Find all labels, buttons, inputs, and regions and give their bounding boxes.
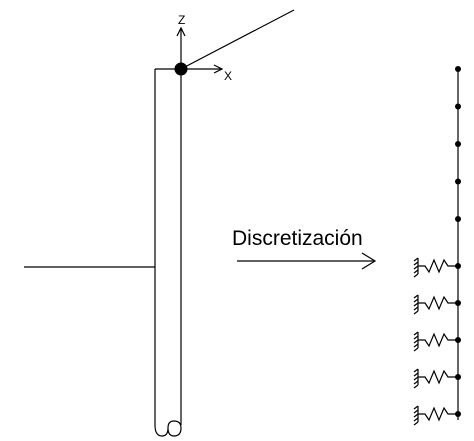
support-hatch bbox=[413, 298, 419, 303]
spring-support bbox=[413, 294, 461, 315]
support-hatch bbox=[413, 294, 419, 299]
pile-model: Z X bbox=[24, 9, 295, 437]
support-hatch bbox=[413, 413, 419, 418]
z-axis-label: Z bbox=[178, 13, 185, 27]
support-hatch bbox=[413, 269, 419, 274]
support-hatch bbox=[413, 417, 419, 422]
discrete-node bbox=[455, 263, 461, 269]
support-hatch bbox=[413, 302, 419, 307]
discrete-node bbox=[455, 103, 461, 110]
x-axis-label: X bbox=[224, 69, 232, 83]
spring-zigzag bbox=[418, 295, 458, 311]
support-hatch bbox=[413, 376, 419, 381]
support-hatch bbox=[413, 335, 419, 340]
pile-break-symbol bbox=[154, 420, 182, 437]
spring-zigzag bbox=[418, 332, 458, 348]
spring-support bbox=[413, 257, 461, 278]
arrow-head bbox=[361, 252, 377, 270]
discrete-node bbox=[455, 178, 461, 185]
discrete-node bbox=[455, 216, 461, 222]
discrete-node bbox=[455, 374, 461, 380]
discrete-node bbox=[455, 337, 461, 343]
support-hatch bbox=[413, 405, 419, 410]
support-hatch bbox=[413, 421, 419, 426]
support-hatch bbox=[413, 384, 419, 389]
support-hatch bbox=[413, 273, 419, 278]
discretized-model bbox=[413, 66, 461, 426]
inclined-member bbox=[180, 9, 295, 70]
spring-support bbox=[413, 331, 461, 352]
x-axis-arrowhead bbox=[213, 64, 224, 74]
spring-zigzag bbox=[418, 258, 458, 274]
support-hatch bbox=[413, 343, 419, 348]
support-hatch bbox=[413, 306, 419, 311]
support-hatch bbox=[413, 409, 419, 414]
discrete-node bbox=[455, 411, 461, 417]
support-hatch bbox=[413, 380, 419, 385]
support-hatch bbox=[413, 368, 419, 373]
spring-support bbox=[413, 405, 461, 426]
discrete-node bbox=[455, 141, 461, 147]
support-hatch bbox=[413, 331, 419, 336]
spring-support bbox=[413, 368, 461, 389]
support-hatch bbox=[413, 310, 419, 315]
discrete-node bbox=[455, 300, 461, 306]
support-hatch bbox=[413, 265, 419, 270]
support-hatch bbox=[413, 347, 419, 352]
discretization-label: Discretización bbox=[232, 227, 363, 250]
z-axis-arrowhead bbox=[176, 26, 186, 37]
discrete-node bbox=[455, 66, 461, 72]
local-axes: Z X bbox=[176, 13, 232, 83]
support-hatch bbox=[413, 339, 419, 344]
support-hatch bbox=[413, 372, 419, 377]
support-hatch bbox=[413, 257, 419, 262]
discretization-arrow: Discretización bbox=[232, 227, 377, 270]
spring-zigzag bbox=[418, 406, 458, 422]
support-hatch bbox=[413, 261, 419, 266]
spring-zigzag bbox=[418, 369, 458, 385]
